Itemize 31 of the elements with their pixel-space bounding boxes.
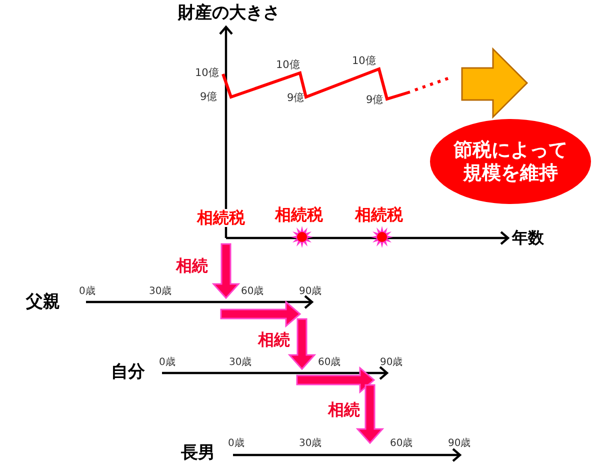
age-label: 30歳 <box>299 438 322 450</box>
age-label: 90歳 <box>448 438 471 450</box>
tax-label: 相続税 <box>354 206 404 224</box>
axis-title: 年数 <box>512 229 544 248</box>
inheritance-label: 相続 <box>176 257 208 276</box>
age-label: 0歳 <box>159 357 176 368</box>
value-label: 10億 <box>276 59 300 72</box>
value-label: 9億 <box>366 94 384 106</box>
age-label: 30歳 <box>229 357 252 368</box>
value-label: 10億 <box>352 55 376 68</box>
person-label: 父親 <box>26 293 60 313</box>
axis-title: 財産の大きさ <box>178 4 280 24</box>
inheritance-label: 相続 <box>328 401 360 420</box>
value-label: 10億 <box>195 67 220 80</box>
age-label: 0歳 <box>228 438 244 450</box>
callout-text: 節税によって規模を維持 <box>452 138 568 184</box>
age-label: 60歳 <box>318 357 341 368</box>
age-label: 60歳 <box>390 438 413 450</box>
inheritance-label: 相続 <box>258 331 290 350</box>
tax-label: 相続税 <box>196 209 246 228</box>
age-label: 30歳 <box>149 286 172 298</box>
age-label: 90歳 <box>299 286 322 298</box>
callout-ellipse <box>430 119 591 204</box>
age-label: 60歳 <box>241 286 264 298</box>
value-label: 9億 <box>200 91 218 104</box>
person-label: 自分 <box>111 363 145 383</box>
age-label: 90歳 <box>380 357 403 368</box>
value-label: 9億 <box>287 92 305 104</box>
tax-label: 相続税 <box>274 206 324 224</box>
age-label: 0歳 <box>79 286 96 298</box>
person-label: 長男 <box>181 444 215 464</box>
